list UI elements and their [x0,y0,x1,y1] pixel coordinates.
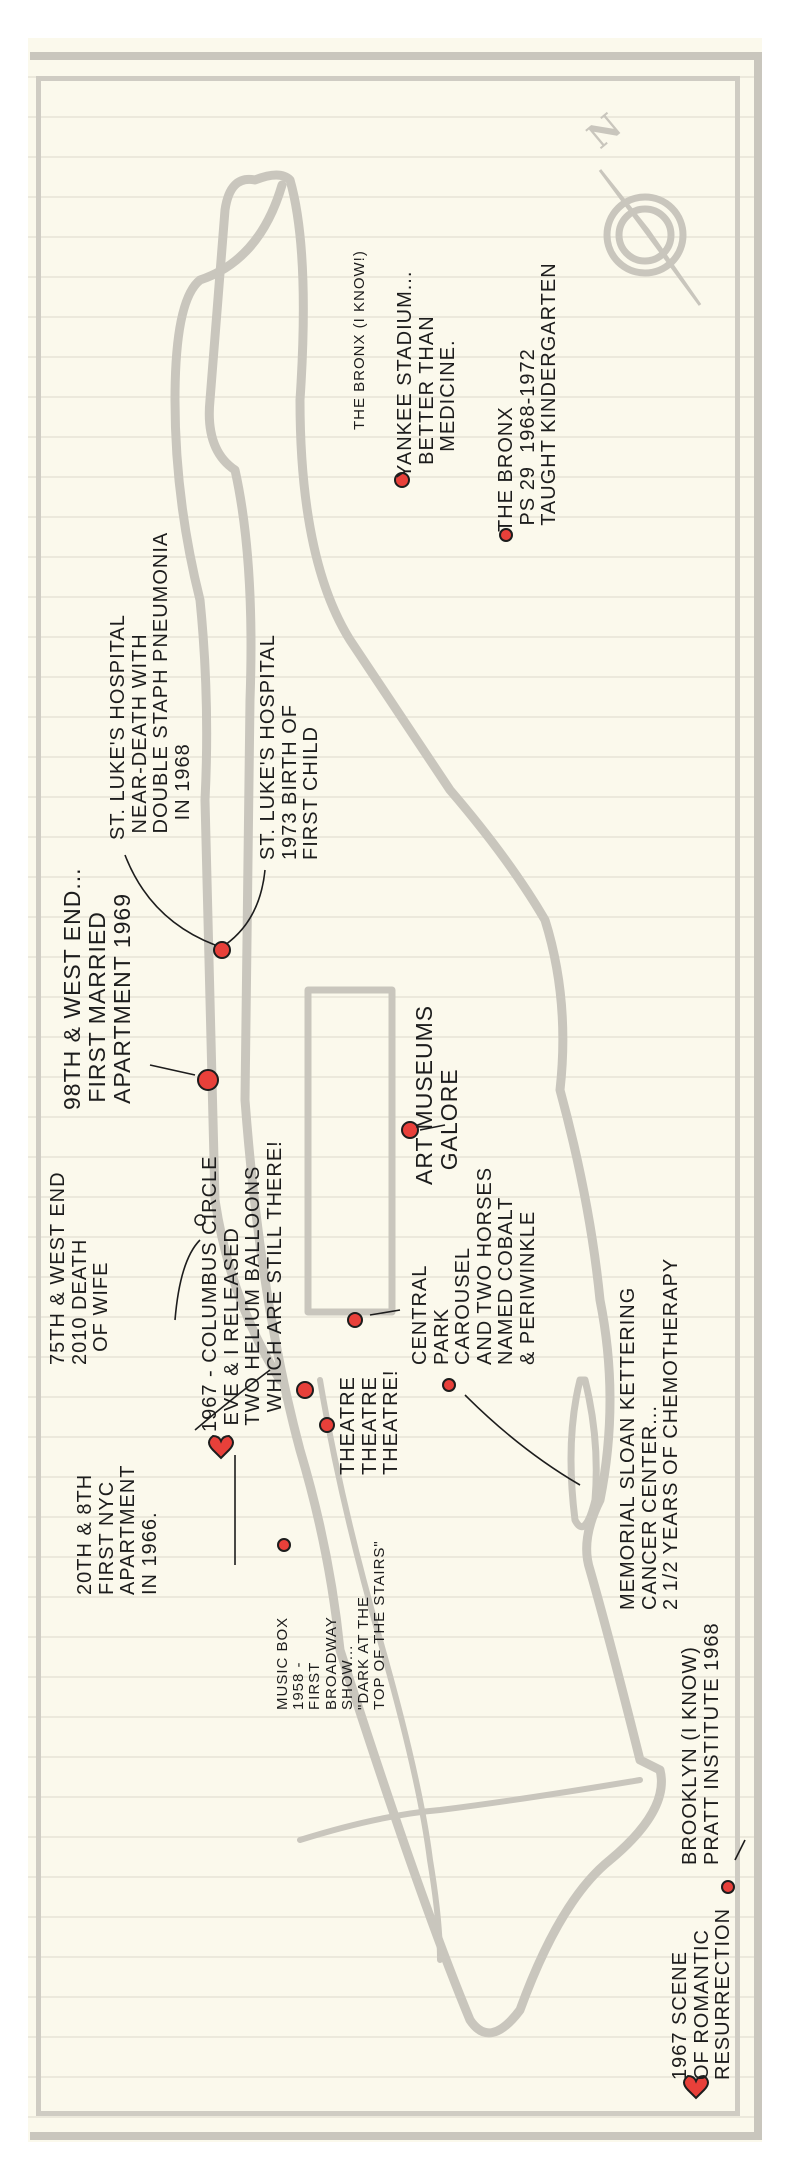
label-bronx-header: THE BRONX (I KNOW!) [351,250,368,430]
label-first-apartment: 20TH & 8TH FIRST NYC APARTMENT IN 1966. [74,1464,161,1596]
label-memorial-sloan-kettering: MEMORIAL SLOAN KETTERING CANCER CENTER..… [617,1257,683,1610]
label-columbus-circle: 1967 - COLUMBUS CIRCLE EVE & I RELEASED … [199,1140,286,1432]
svg-text:N: N [580,106,630,157]
inner-border [36,76,740,2116]
label-music-box: MUSIC BOX 1958 - FIRST BROADWAY SHOW... … [274,1540,389,1710]
label-romantic-resurrection: 1967 SCENE OF ROMANTIC RESURRECTION [669,1907,735,2080]
label-brooklyn-pratt: BROOKLYN (I KNOW) PRATT INSTITUTE 1968 [679,1622,723,1865]
label-98th-west-end: 98TH & WEST END... FIRST MARRIED APARTME… [59,867,135,1110]
label-bronx-ps29: THE BRONX PS 29 1968-1972 TAUGHT KINDERG… [495,262,561,532]
label-75th-west-end: 75TH & WEST END 2010 DEATH OF WIFE [47,1171,113,1365]
label-art-museums: ART MUSEUMS GALORE [411,1004,462,1185]
label-central-park-carousel: CENTRAL PARK CAROUSEL AND TWO HORSES NAM… [409,1166,539,1365]
label-st-lukes-1968: ST. LUKE'S HOSPITAL NEAR-DEATH WITH DOUB… [107,531,194,840]
label-theatre: THEATRE THEATRE THEATRE! [337,1369,403,1475]
label-st-lukes-1973: ST. LUKE'S HOSPITAL 1973 BIRTH OF FIRST … [257,634,323,860]
compass-icon [598,169,702,306]
label-yankee-stadium: YANKEE STADIUM... BETTER THAN MEDICINE. [394,270,460,478]
outer-border [30,52,762,2140]
